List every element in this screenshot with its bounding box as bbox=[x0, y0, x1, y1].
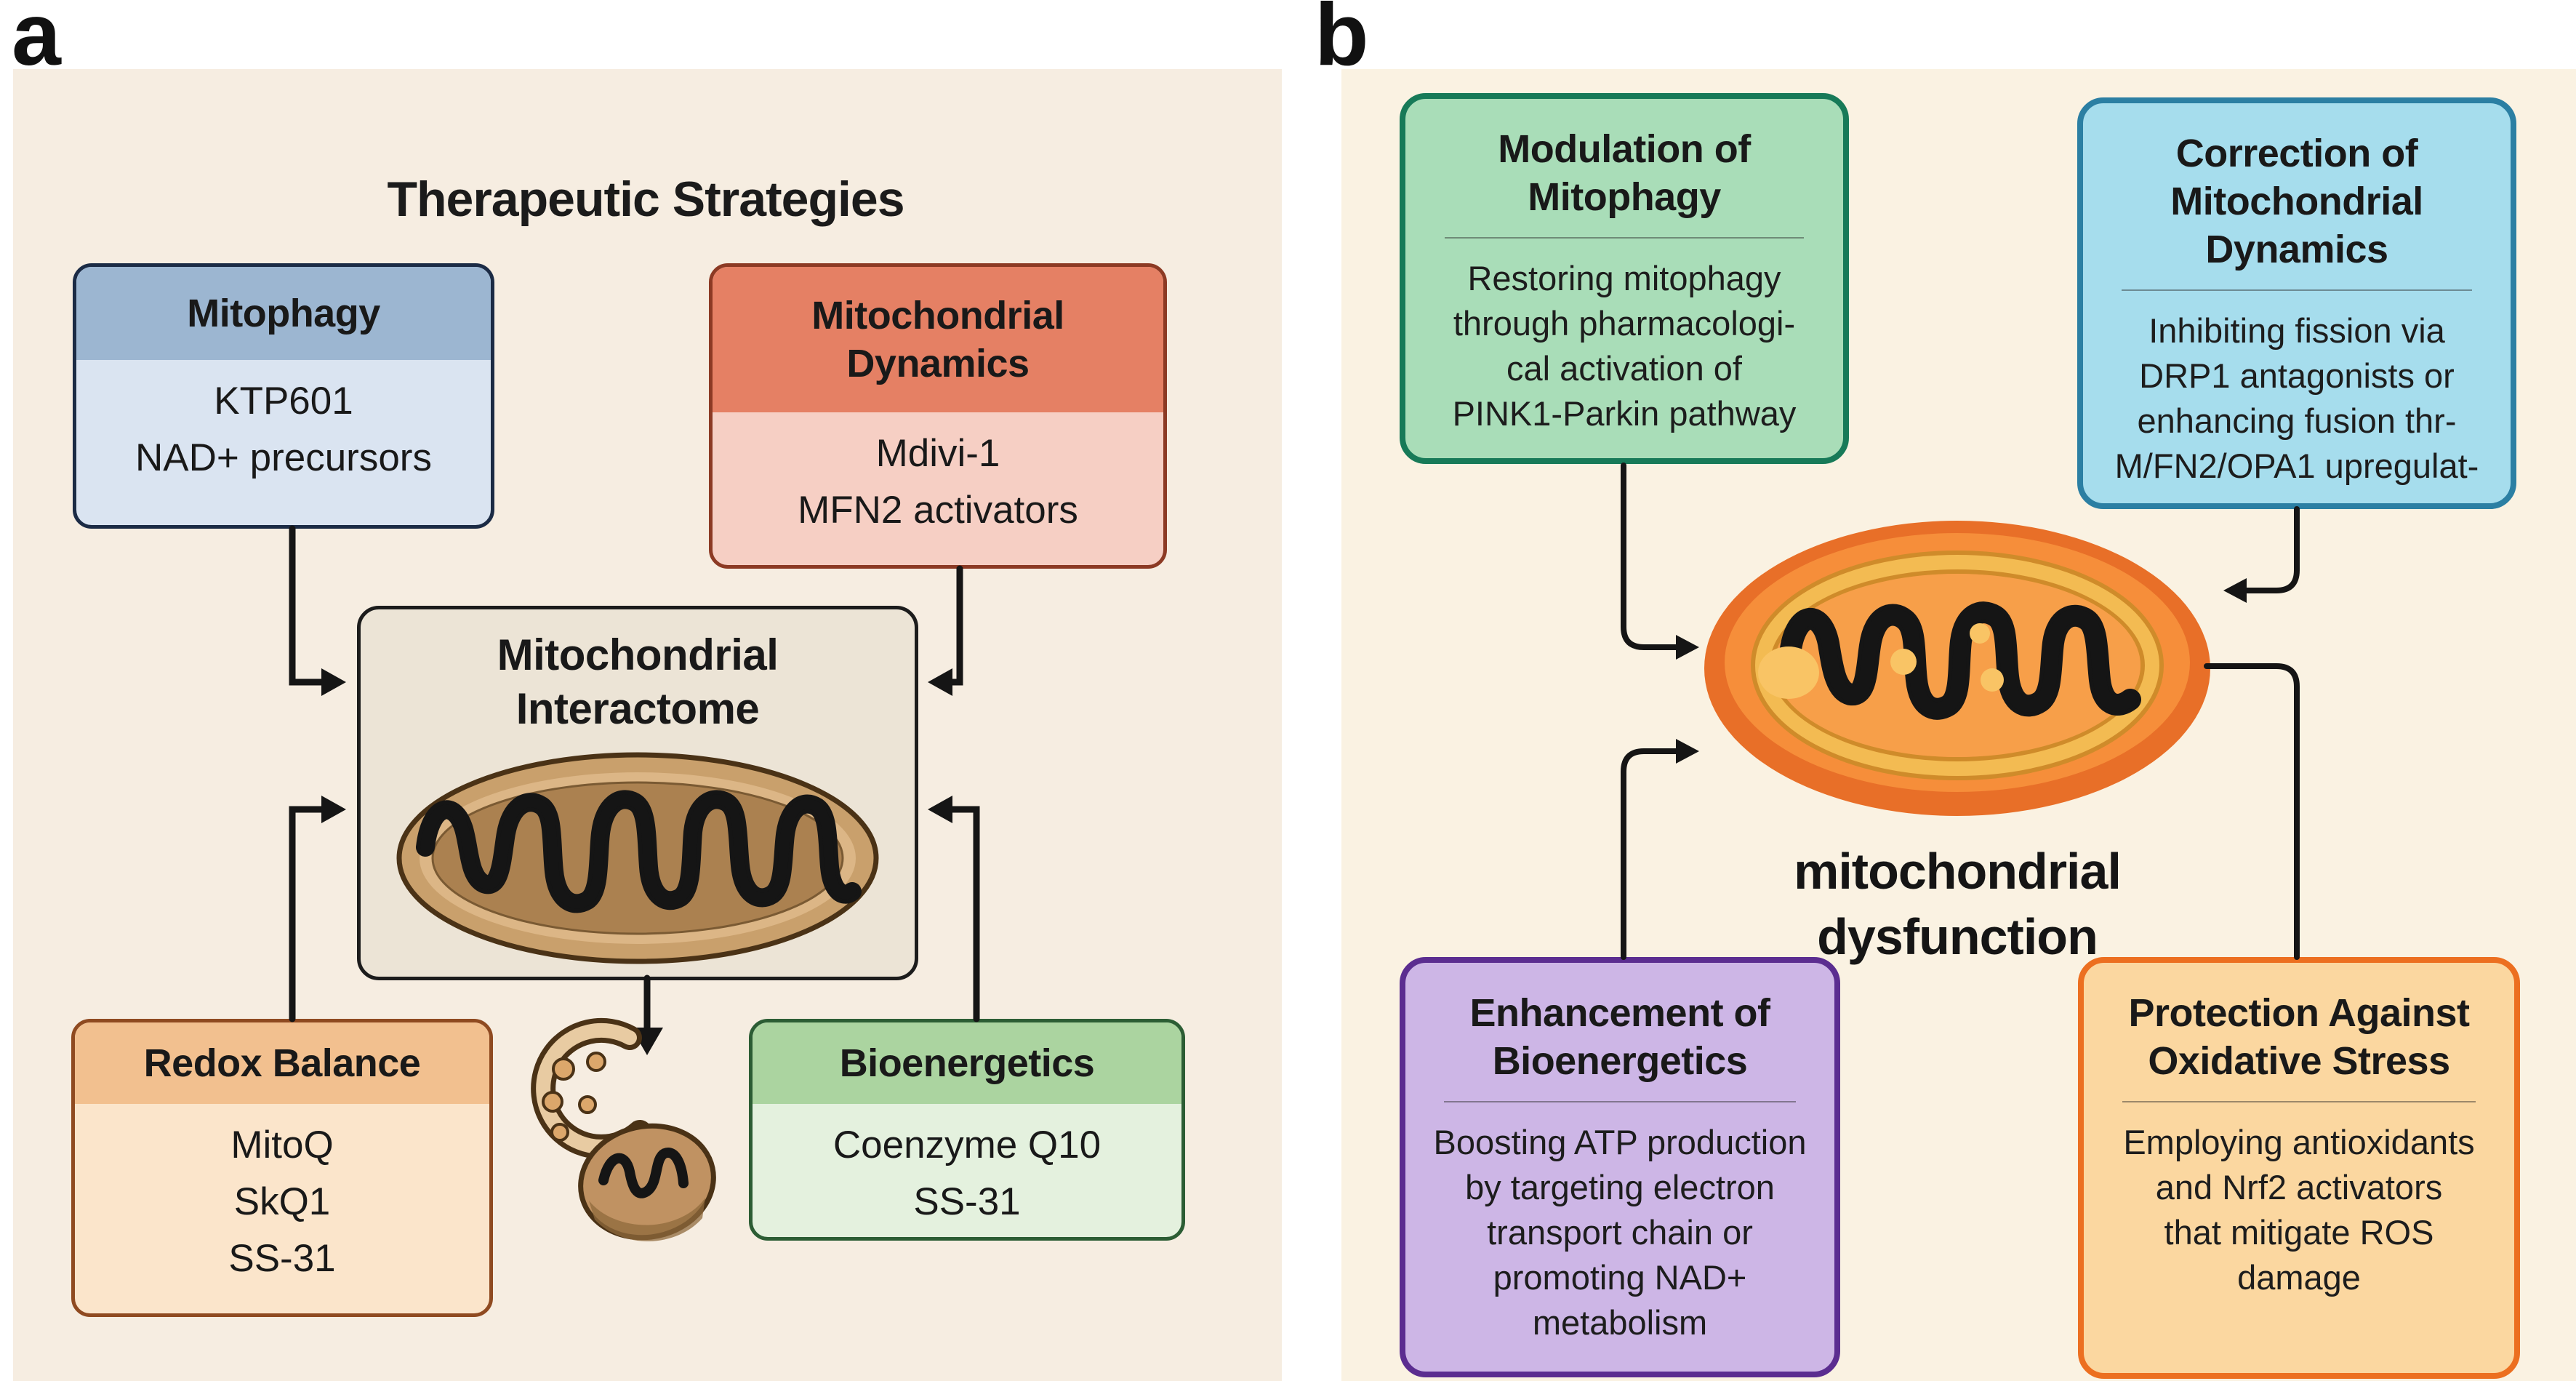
panel-b: Modulation of Mitophagy Restoring mitoph… bbox=[1341, 69, 2576, 1381]
drug-item: NAD+ precursors bbox=[135, 436, 432, 479]
redox-box-title: Redox Balance bbox=[75, 1022, 489, 1104]
body-line: Employing antioxidants bbox=[2123, 1123, 2475, 1161]
interactome-box: Mitochondrial Interactome bbox=[357, 606, 918, 980]
divider bbox=[1445, 237, 1804, 239]
box-body: Boosting ATP production by targeting ele… bbox=[1405, 1120, 1834, 1345]
title-line: Dynamics bbox=[2205, 228, 2388, 271]
mitophagy-box-title: Mitophagy bbox=[76, 267, 491, 360]
body-line: promoting NAD+ bbox=[1493, 1258, 1747, 1297]
label-line: mitochondrial bbox=[1794, 843, 2122, 900]
body-line: through pharmacologi- bbox=[1453, 304, 1796, 343]
panel-b-letter: b bbox=[1315, 0, 1369, 84]
bioenergetics-box-title: Bioenergetics bbox=[753, 1022, 1181, 1104]
box-title: Protection Against Oxidative Stress bbox=[2084, 989, 2514, 1085]
body-line: metabolism bbox=[1532, 1303, 1708, 1342]
box-body: Restoring mitophagy through pharmacologi… bbox=[1405, 256, 1843, 436]
bioenergetics-box: Bioenergetics Coenzyme Q10 SS-31 bbox=[749, 1019, 1185, 1241]
drug-item: Mdivi-1 bbox=[875, 432, 1000, 475]
box-body: Employing antioxidants and Nrf2 activato… bbox=[2084, 1120, 2514, 1300]
title-line: Dynamics bbox=[846, 342, 1030, 385]
body-line: Boosting ATP production bbox=[1433, 1123, 1807, 1161]
body-line: enhancing fusion thr- bbox=[2137, 401, 2457, 440]
box-body: Inhibiting fission via DRP1 antagonists … bbox=[2083, 308, 2511, 489]
dynamics-box-title: Mitochondrial Dynamics bbox=[713, 267, 1163, 412]
flow-arrow-dynamics-to-interactome bbox=[928, 565, 963, 696]
box-title: Enhancement of Bioenergetics bbox=[1405, 989, 1834, 1085]
drug-item: Coenzyme Q10 bbox=[832, 1124, 1102, 1166]
body-line: cal activation of bbox=[1506, 349, 1742, 388]
body-line: PINK1-Parkin pathway bbox=[1452, 394, 1797, 433]
dysfunctional-mitochondrion-illustration bbox=[1704, 521, 2210, 816]
title-line: Mitophagy bbox=[1528, 175, 1721, 219]
flow-arrow-mitophagy-to-interactome bbox=[289, 525, 346, 696]
drug-item: MFN2 activators bbox=[798, 489, 1078, 532]
body-line: DRP1 antagonists or bbox=[2139, 356, 2455, 395]
mitophagy-box: Mitophagy KTP601 NAD+ precursors bbox=[73, 263, 494, 529]
label-line: dysfunction bbox=[1817, 908, 2098, 965]
flow-arrow-interactome-to-mitophagy-products bbox=[631, 974, 663, 1055]
flow-arrow-enhancement-to-mitochondrion bbox=[1621, 739, 1699, 960]
body-line: transport chain or bbox=[1487, 1213, 1753, 1252]
correction-of-dynamics-box: Correction of Mitochondrial Dynamics Inh… bbox=[2077, 97, 2516, 509]
title-line: Bioenergetics bbox=[1492, 1039, 1748, 1083]
flow-arrow-modulation-to-mitochondrion bbox=[1621, 463, 1699, 660]
title-line: Oxidative Stress bbox=[2148, 1039, 2450, 1083]
box-title: Modulation of Mitophagy bbox=[1405, 125, 1843, 221]
body-line: damage bbox=[2237, 1258, 2361, 1297]
panel-a-letter: a bbox=[12, 0, 61, 84]
body-line: Inhibiting fission via bbox=[2148, 311, 2445, 350]
enhancement-of-bioenergetics-box: Enhancement of Bioenergetics Boosting AT… bbox=[1400, 957, 1840, 1377]
flow-arrow-bioenergetics-to-interactome bbox=[928, 796, 980, 1022]
title-line: Enhancement of bbox=[1469, 991, 1770, 1035]
box-title: Correction of Mitochondrial Dynamics bbox=[2083, 129, 2511, 273]
title-line: Mitochondrial bbox=[811, 294, 1064, 337]
divider bbox=[2122, 1101, 2476, 1102]
body-line: M/FN2/OPA1 upregulat- bbox=[2114, 447, 2479, 485]
flow-line-protection-to-mitochondrion bbox=[2204, 663, 2300, 960]
interactome-box-title: Mitochondrial Interactome bbox=[361, 628, 915, 736]
mitochondrion-fragment-icon bbox=[578, 1123, 716, 1241]
title-line: Interactome bbox=[515, 684, 760, 733]
body-line: by targeting electron bbox=[1465, 1168, 1775, 1206]
drug-item: MitoQ bbox=[230, 1124, 334, 1166]
divider bbox=[2121, 289, 2473, 291]
flow-arrow-redox-to-interactome bbox=[289, 796, 346, 1022]
body-line: and Nrf2 activators bbox=[2155, 1168, 2443, 1206]
drug-item: SkQ1 bbox=[233, 1180, 331, 1223]
redox-box: Redox Balance MitoQ SkQ1 SS-31 bbox=[71, 1019, 493, 1317]
title-line: Modulation of bbox=[1498, 127, 1751, 171]
drug-item: SS-31 bbox=[228, 1237, 336, 1280]
modulation-of-mitophagy-box: Modulation of Mitophagy Restoring mitoph… bbox=[1400, 93, 1849, 464]
drug-item: KTP601 bbox=[214, 380, 353, 423]
autophagosome-icon bbox=[531, 1018, 652, 1159]
panel-a: Therapeutic Strategies Mitophagy KTP601 … bbox=[13, 69, 1282, 1381]
flow-arrow-correction-to-mitochondrion bbox=[2223, 506, 2300, 603]
title-line: Protection Against bbox=[2128, 991, 2470, 1035]
mitochondrial-dysfunction-label: mitochondrial dysfunction bbox=[1703, 838, 2212, 969]
panel-a-title: Therapeutic Strategies bbox=[387, 172, 904, 227]
divider bbox=[1444, 1101, 1796, 1102]
title-line: Mitochondrial bbox=[497, 631, 779, 679]
dynamics-box: Mitochondrial Dynamics Mdivi-1 MFN2 acti… bbox=[709, 263, 1167, 569]
title-line: Mitochondrial bbox=[2170, 180, 2423, 223]
body-line: that mitigate ROS bbox=[2164, 1213, 2434, 1252]
protection-oxidative-stress-box: Protection Against Oxidative Stress Empl… bbox=[2078, 957, 2520, 1379]
drug-item: SS-31 bbox=[913, 1180, 1021, 1223]
body-line: Restoring mitophagy bbox=[1467, 259, 1781, 297]
title-line: Correction of bbox=[2175, 132, 2418, 175]
